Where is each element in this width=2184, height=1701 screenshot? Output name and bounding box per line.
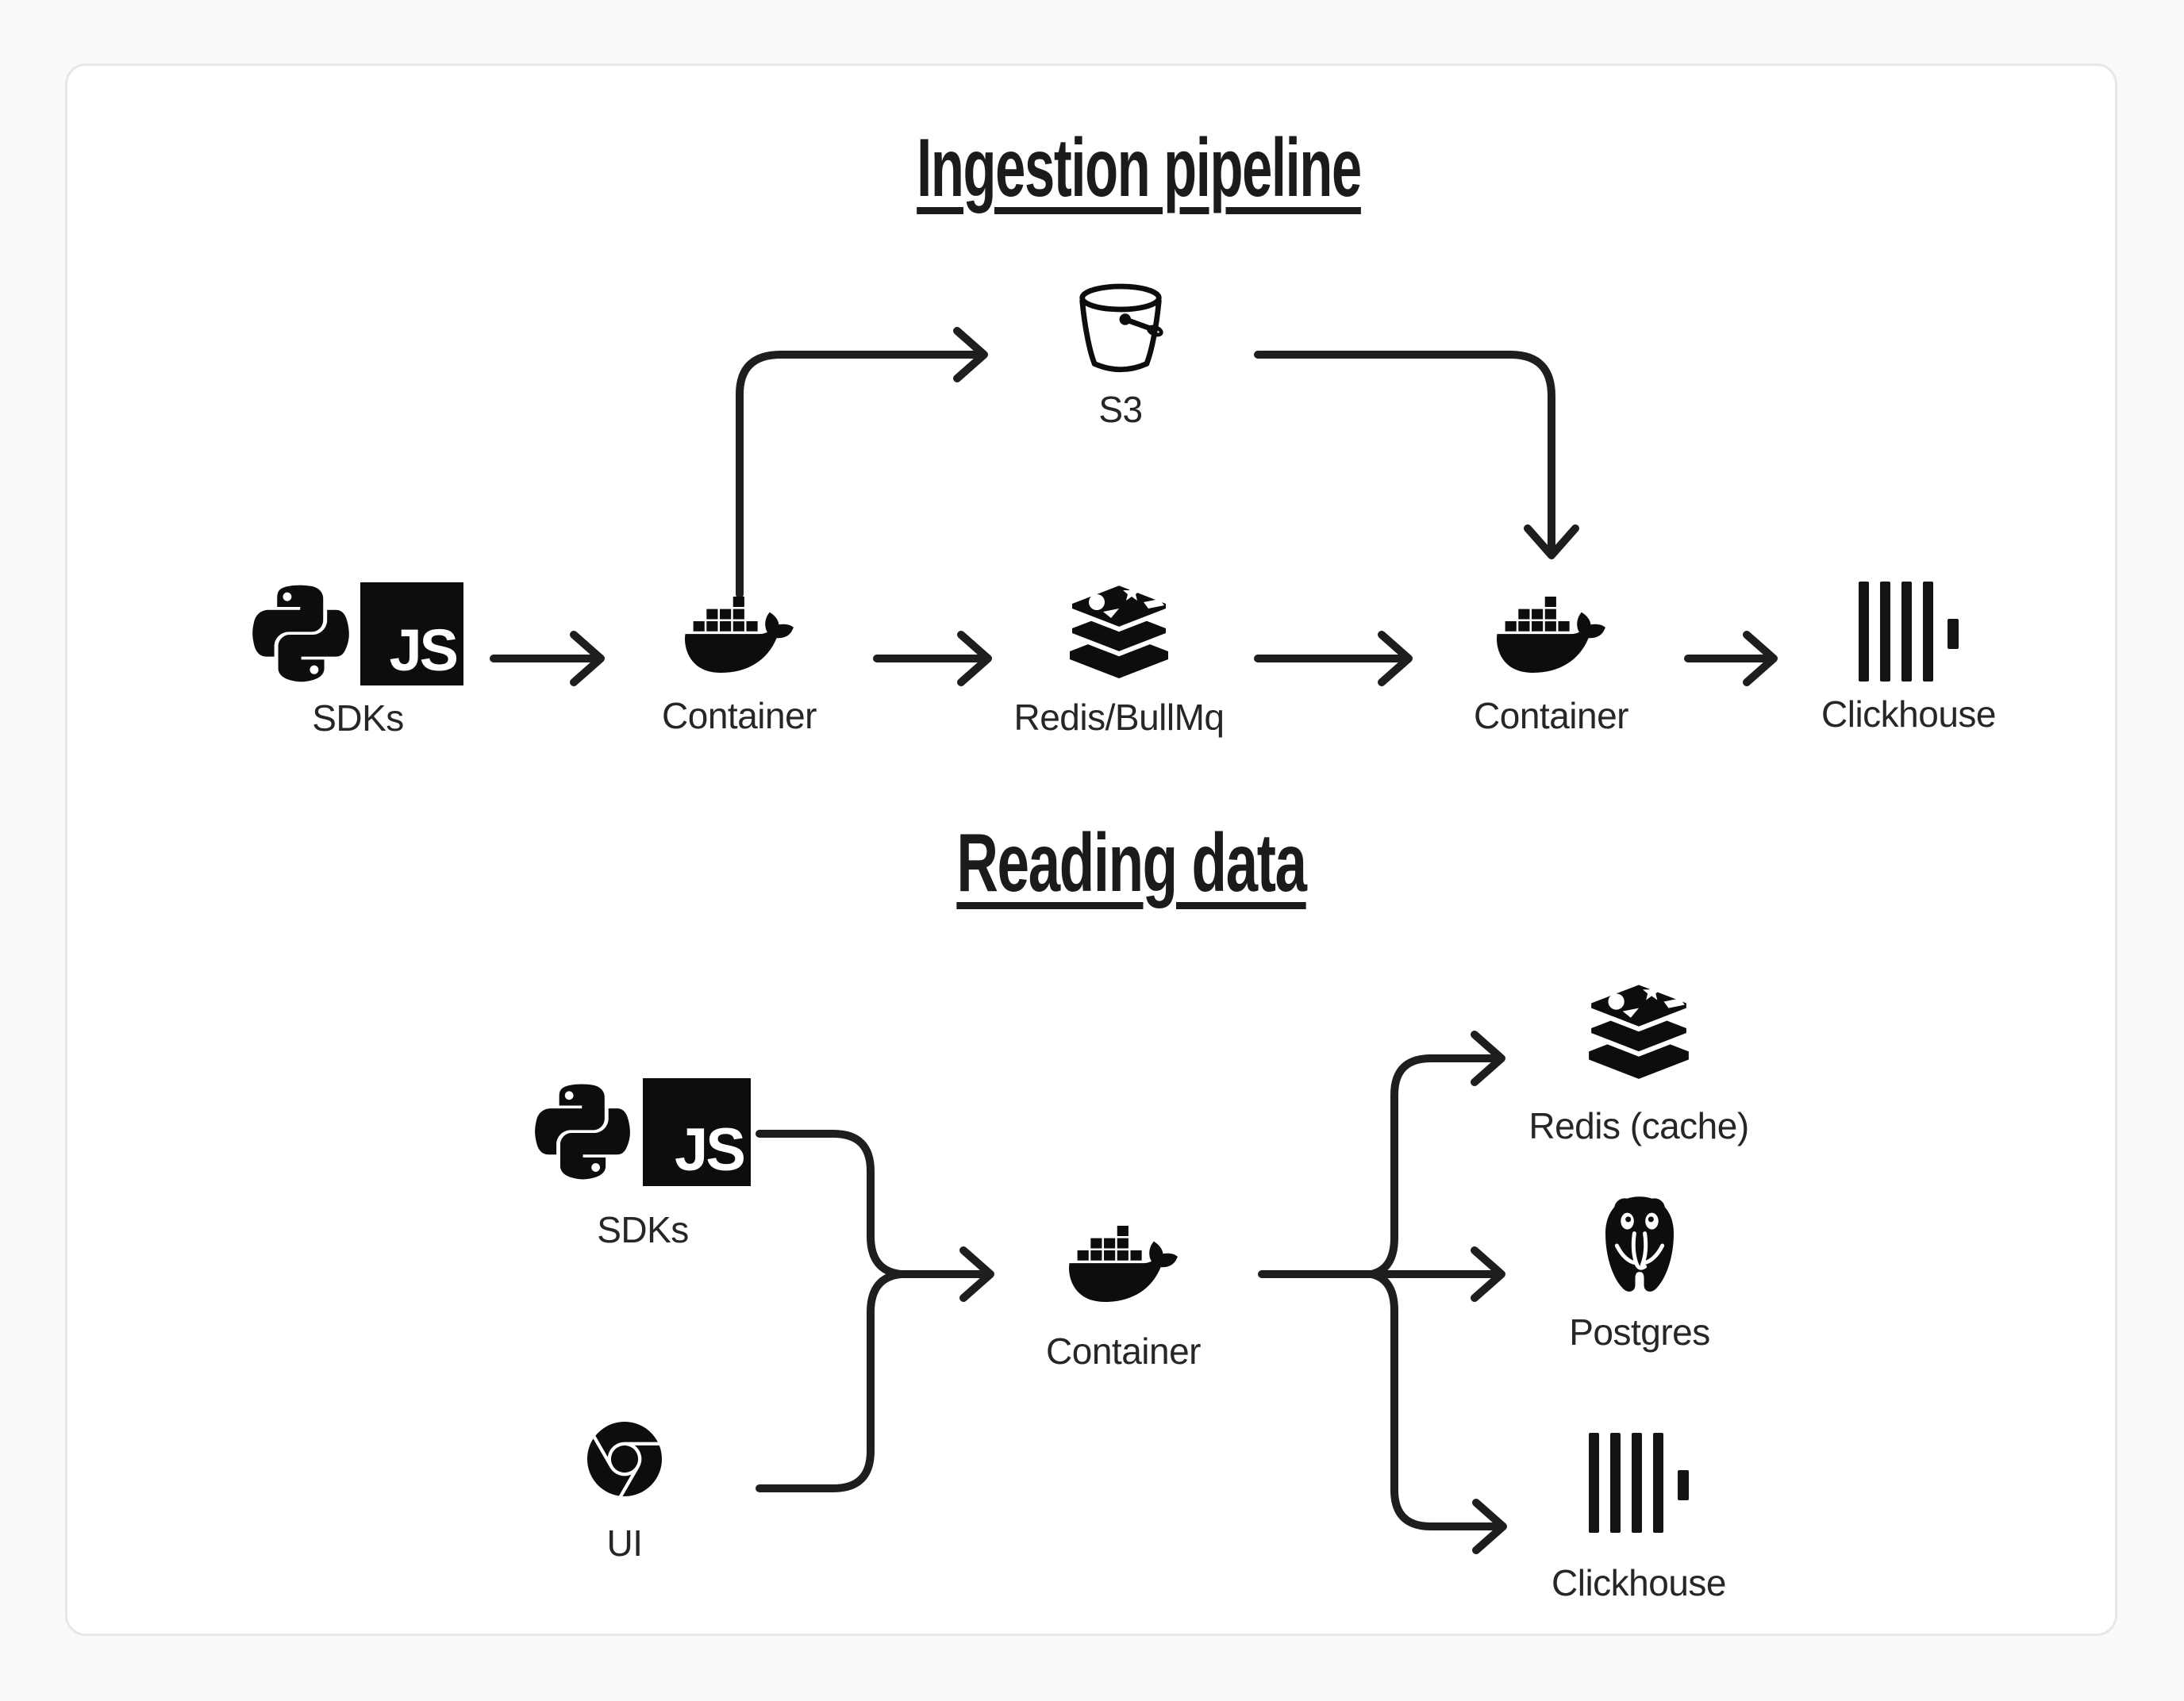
postgres-icon: [1590, 1195, 1689, 1296]
edge-redis-to-container-arrow: [1254, 631, 1413, 686]
python-icon: [535, 1077, 630, 1186]
reading-title-text: Reading data: [956, 817, 1307, 909]
node-postgres: Postgres: [1569, 1195, 1710, 1354]
node-container-reading: Container: [1046, 1220, 1201, 1373]
edge-merge-to-container-arrow: [891, 1246, 994, 1302]
docker-icon: [685, 591, 794, 678]
node-sdks-ingestion: JS SDKs: [248, 578, 467, 739]
docker-icon: [1069, 1220, 1178, 1307]
docker-icon: [1497, 591, 1605, 678]
redis-icon: [1065, 583, 1173, 678]
diagram-card: [65, 63, 2117, 1636]
edge-fork-to-clickhouse-arrow: [1367, 1270, 1507, 1554]
node-label: Clickhouse: [1821, 693, 1997, 735]
javascript-icon: JS: [360, 582, 463, 685]
edge-container-to-redis-arrow: [873, 631, 992, 686]
node-sdks-reading: JS SDKs: [535, 1077, 751, 1251]
node-redis-bullmq: Redis/BullMq: [1014, 583, 1225, 739]
clickhouse-icon: [1589, 1433, 1689, 1533]
node-label: SDKs: [312, 697, 404, 739]
node-container-ingestion-2: Container: [1474, 591, 1628, 737]
node-redis-cache: Redis (cache): [1528, 982, 1749, 1147]
redis-icon: [1584, 982, 1694, 1079]
s3-bucket-icon: [1076, 280, 1165, 382]
reading-section-title: Reading data: [734, 820, 1528, 907]
node-label: Container: [1474, 695, 1628, 736]
edge-s3-to-container-arrow: [1254, 351, 1579, 559]
ingestion-title-text: Ingestion pipeline: [917, 122, 1362, 214]
node-clickhouse-reading: Clickhouse: [1551, 1433, 1727, 1604]
javascript-icon-text: JS: [389, 616, 458, 683]
node-clickhouse-ingestion: Clickhouse: [1821, 582, 1997, 735]
node-label: SDKs: [597, 1209, 689, 1250]
node-container-ingestion-1: Container: [662, 591, 817, 737]
node-s3: S3: [1076, 280, 1165, 431]
edge-sdks-to-merge-line: [756, 1130, 905, 1278]
ingestion-section-title: Ingestion pipeline: [742, 125, 1536, 212]
edge-fork-to-redis-cache-arrow: [1367, 1031, 1505, 1278]
node-label: UI: [606, 1522, 644, 1564]
edge-sdks-to-container-arrow: [490, 631, 605, 686]
node-label: S3: [1098, 389, 1143, 430]
python-icon: [252, 578, 349, 689]
clickhouse-icon: [1859, 582, 1959, 682]
edge-ui-to-merge-line: [756, 1270, 905, 1492]
node-label: Container: [662, 695, 817, 736]
javascript-icon: JS: [643, 1077, 751, 1186]
edge-container-to-clickhouse-arrow: [1684, 631, 1778, 686]
edge-fork-to-postgres-arrow: [1367, 1246, 1505, 1302]
node-label: Redis/BullMq: [1013, 697, 1225, 738]
node-label: Postgres: [1569, 1311, 1710, 1353]
edge-container-to-s3-arrow: [736, 327, 988, 598]
node-ui: UI: [587, 1422, 662, 1565]
javascript-icon-text: JS: [675, 1115, 746, 1184]
node-label: Redis (cache): [1528, 1105, 1749, 1146]
node-label: Clickhouse: [1551, 1562, 1727, 1603]
node-label: Container: [1046, 1330, 1201, 1372]
chrome-icon: [587, 1422, 662, 1496]
